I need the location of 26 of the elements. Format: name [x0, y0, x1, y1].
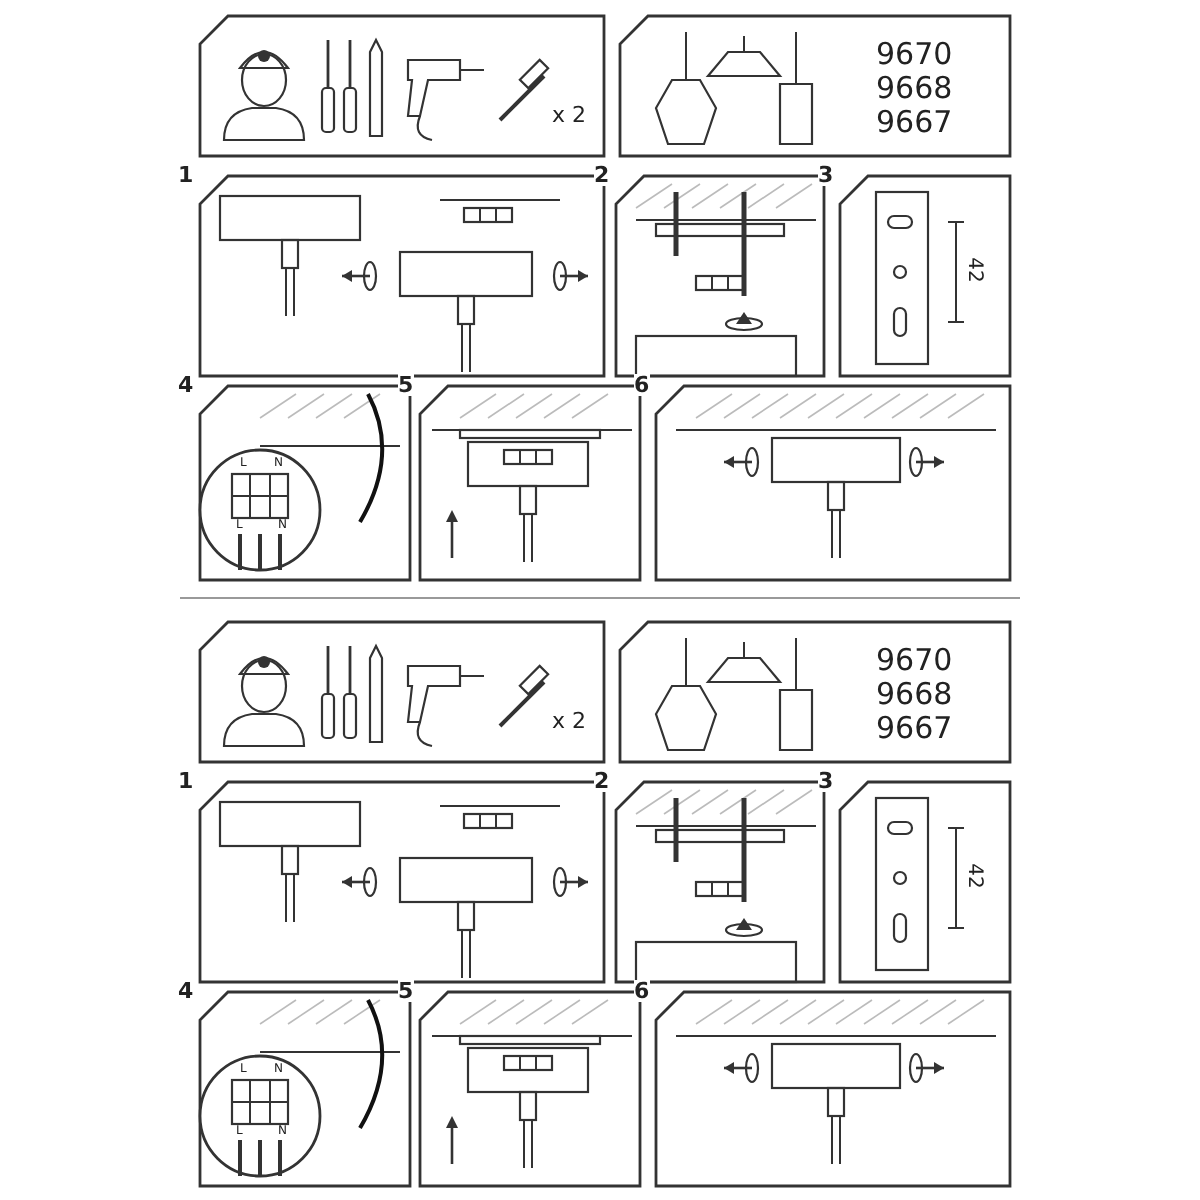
model-number: 9670 [876, 40, 953, 70]
step-number: 4 [178, 980, 194, 1002]
model-number: 9667 [876, 714, 953, 744]
step-number: 6 [634, 374, 650, 396]
instruction-panel [200, 16, 604, 156]
instruction-panel [200, 622, 604, 762]
dimension-label: 42 [962, 257, 983, 283]
step-number: 3 [818, 164, 834, 186]
step-number: 5 [398, 374, 414, 396]
model-number: 9670 [876, 646, 953, 676]
model-number: 9668 [876, 680, 953, 710]
step-number: 1 [178, 770, 194, 792]
step-number: 2 [594, 770, 610, 792]
instruction-panel [620, 16, 1010, 156]
step-number: 6 [634, 980, 650, 1002]
step-number: 2 [594, 164, 610, 186]
step-number: 1 [178, 164, 194, 186]
quantity-label: x 2 [552, 710, 587, 732]
step-number: 5 [398, 980, 414, 1002]
model-number: 9668 [876, 74, 953, 104]
step-number: 4 [178, 374, 194, 396]
quantity-label: x 2 [552, 104, 587, 126]
dimension-label: 42 [962, 863, 983, 889]
instruction-panel [620, 622, 1010, 762]
model-number: 9667 [876, 108, 953, 138]
step-number: 3 [818, 770, 834, 792]
